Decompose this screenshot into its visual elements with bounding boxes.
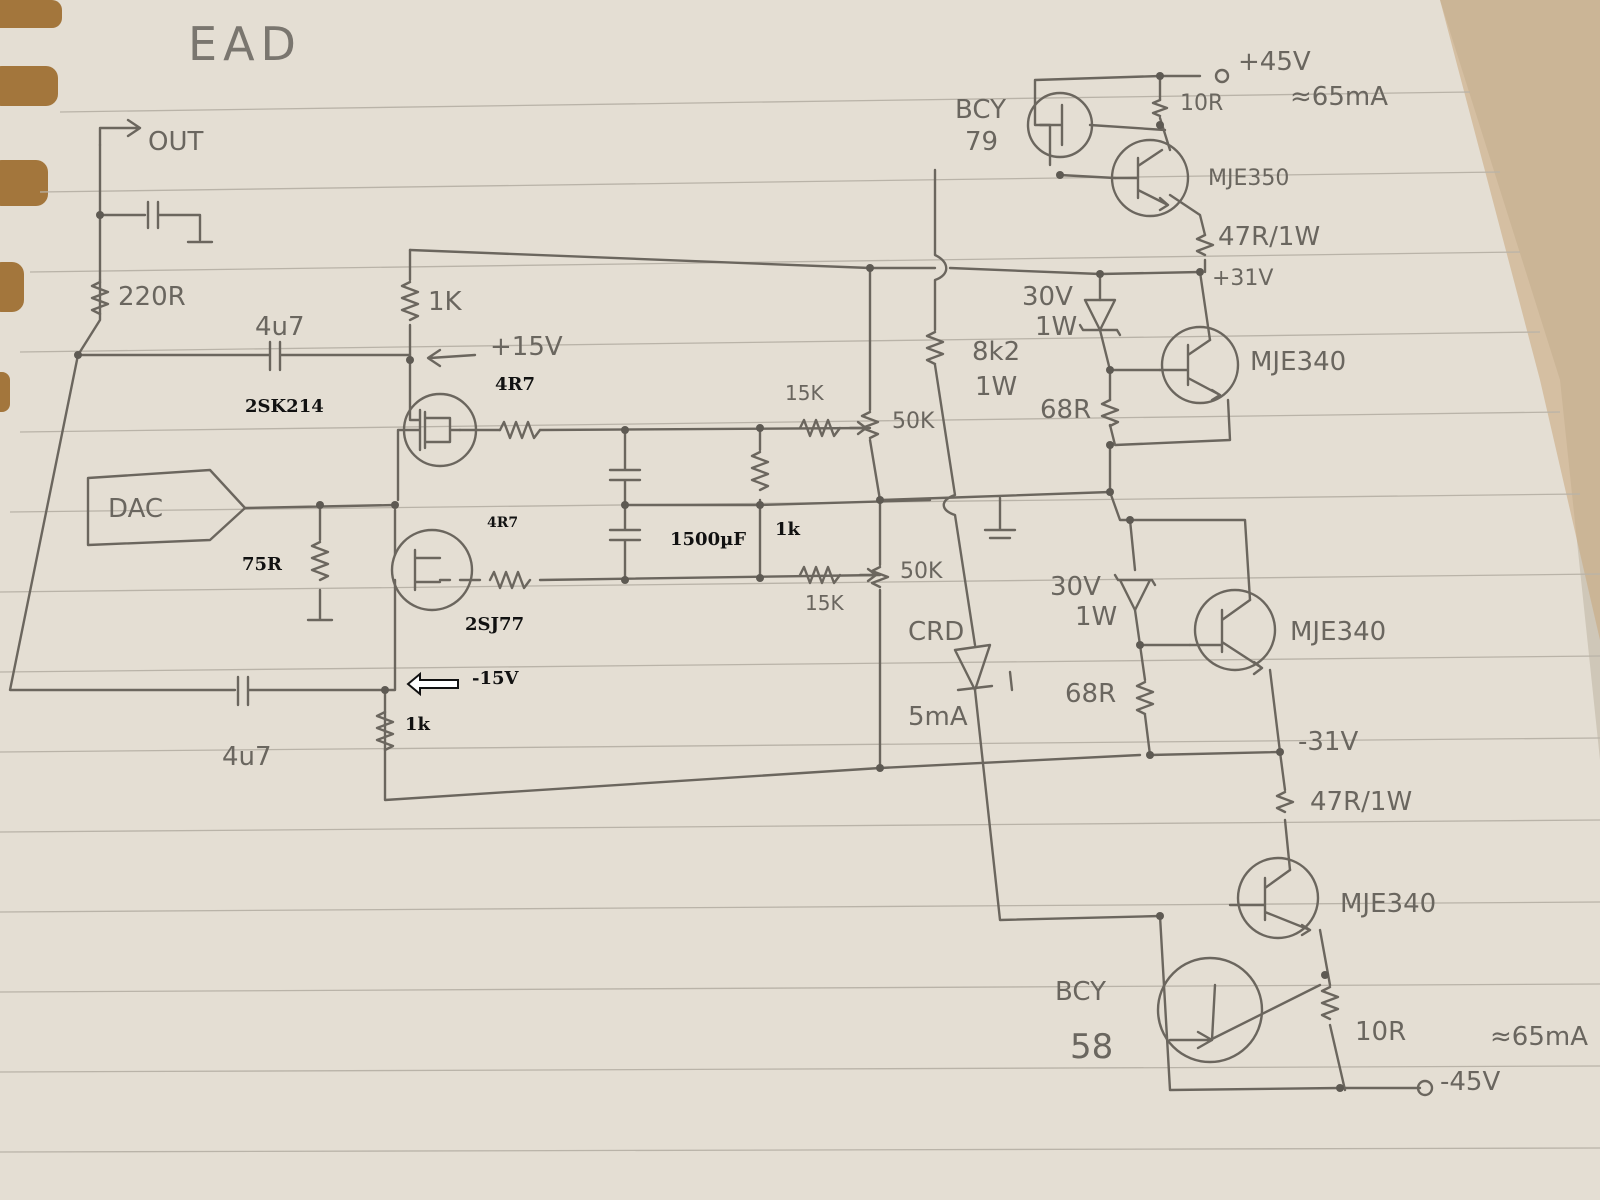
resistor-1k-bottom xyxy=(375,710,395,752)
resistor-15k-a xyxy=(798,418,842,438)
crd-diode xyxy=(953,643,1014,692)
label-bcy58: BCY xyxy=(1055,977,1106,1007)
label-68r-a: 68R xyxy=(1040,395,1091,425)
label-2sj77: 2SJ77 xyxy=(465,614,524,635)
zener-diode-b xyxy=(1113,573,1157,612)
ruled-lines xyxy=(0,91,1600,1153)
label-4u7: 4u7 xyxy=(255,312,305,342)
arrow-minus15 xyxy=(406,671,459,697)
transistor-mje340-c xyxy=(1228,856,1320,940)
label-mje340-c: MJE340 xyxy=(1340,889,1436,919)
label-bcy79-num: 79 xyxy=(965,127,998,157)
label-plus45: +45V xyxy=(1238,47,1311,77)
notebook-rings xyxy=(0,0,62,412)
resistor-4r7-a xyxy=(498,420,542,440)
label-4u7-bottom: 4u7 xyxy=(222,742,272,772)
transistor-bcy79 xyxy=(1026,91,1094,159)
label-out: OUT xyxy=(148,127,203,157)
label-8k2-watt: 1W xyxy=(975,372,1017,402)
label-4r7-b: 4R7 xyxy=(487,515,518,531)
label-plus31: +31V xyxy=(1212,266,1273,291)
dac-block xyxy=(86,468,247,547)
label-68r-b: 68R xyxy=(1065,679,1116,709)
terminal-plus45 xyxy=(1214,68,1230,84)
resistor-220r xyxy=(90,280,110,316)
potentiometer-50k-a xyxy=(848,410,880,440)
resistor-15k-b xyxy=(798,565,842,585)
label-47r-top: 47R/1W xyxy=(1218,222,1320,252)
resistor-47r-bottom xyxy=(1275,790,1295,814)
label-47r-bottom: 47R/1W xyxy=(1310,787,1412,817)
potentiometer-50k-b xyxy=(858,565,890,589)
label-minus45: -45V xyxy=(1440,1067,1500,1097)
label-15k-a: 15K xyxy=(785,381,824,405)
transistor-mje350 xyxy=(1110,138,1190,218)
resistor-10r-bottom xyxy=(1320,985,1340,1021)
resistor-1k-top xyxy=(400,280,420,322)
wires xyxy=(8,74,1422,1092)
resistor-4r7-b xyxy=(488,570,532,590)
terminal-minus45 xyxy=(1416,1079,1434,1097)
label-minus15: -15V xyxy=(472,668,520,689)
label-1k-bottom: 1k xyxy=(405,714,431,735)
label-mje340-a: MJE340 xyxy=(1250,347,1346,377)
label-mje340-b: MJE340 xyxy=(1290,617,1386,647)
label-crd: CRD xyxy=(908,617,964,647)
label-15k-b: 15K xyxy=(805,591,844,615)
transistor-mje340-a xyxy=(1158,325,1240,405)
label-minus31: -31V xyxy=(1298,727,1358,757)
transistor-bcy58 xyxy=(1156,956,1264,1064)
resistor-75r xyxy=(310,540,330,582)
resistor-10r-top xyxy=(1151,98,1169,118)
zener-diode-a xyxy=(1078,298,1122,337)
label-65ma-top: ≈65mA xyxy=(1290,82,1388,112)
resistor-8k2 xyxy=(925,330,945,366)
label-1k-mid: 1k xyxy=(775,519,801,540)
label-dac: DAC xyxy=(108,494,163,524)
label-5ma: 5mA xyxy=(908,702,968,732)
arrow-plus15 xyxy=(426,348,477,368)
label-4r7-a: 4R7 xyxy=(495,374,535,395)
resistor-1k-mid xyxy=(750,450,770,492)
label-2sk214: 2SK214 xyxy=(245,396,324,417)
label-65ma-bottom: ≈65mA xyxy=(1490,1022,1588,1052)
label-50k-a: 50K xyxy=(892,409,935,434)
junction-dots xyxy=(74,72,1344,1092)
label-1w-b: 1W xyxy=(1075,602,1117,632)
label-8k2: 8k2 xyxy=(972,337,1020,367)
label-1w-a: 1W xyxy=(1035,312,1077,342)
label-1500uf: 1500µF xyxy=(670,529,746,550)
jfet-2sj77 xyxy=(390,528,474,612)
label-10r-top: 10R xyxy=(1180,91,1223,116)
label-30v-a: 30V xyxy=(1022,282,1073,312)
label-50k-b: 50K xyxy=(900,559,943,584)
resistor-47r-top xyxy=(1195,233,1215,257)
label-10r-bottom: 10R xyxy=(1355,1017,1406,1047)
jfet-2sk214 xyxy=(402,392,478,468)
label-75r: 75R xyxy=(242,554,283,575)
label-bcy79: BCY xyxy=(955,95,1006,125)
background-surface xyxy=(1440,0,1600,640)
resistor-68r-b xyxy=(1135,680,1155,716)
label-220r: 220R xyxy=(118,282,186,312)
label-bcy58-num: 58 xyxy=(1070,1027,1113,1067)
label-1k-top: 1K xyxy=(428,287,463,317)
label-plus15: +15V xyxy=(490,332,563,362)
label-mje350: MJE350 xyxy=(1208,166,1289,191)
label-30v-b: 30V xyxy=(1050,572,1101,602)
resistor-68r-a xyxy=(1100,398,1120,428)
transistor-mje340-b xyxy=(1188,588,1277,676)
sheet-title: EAD xyxy=(188,17,302,71)
